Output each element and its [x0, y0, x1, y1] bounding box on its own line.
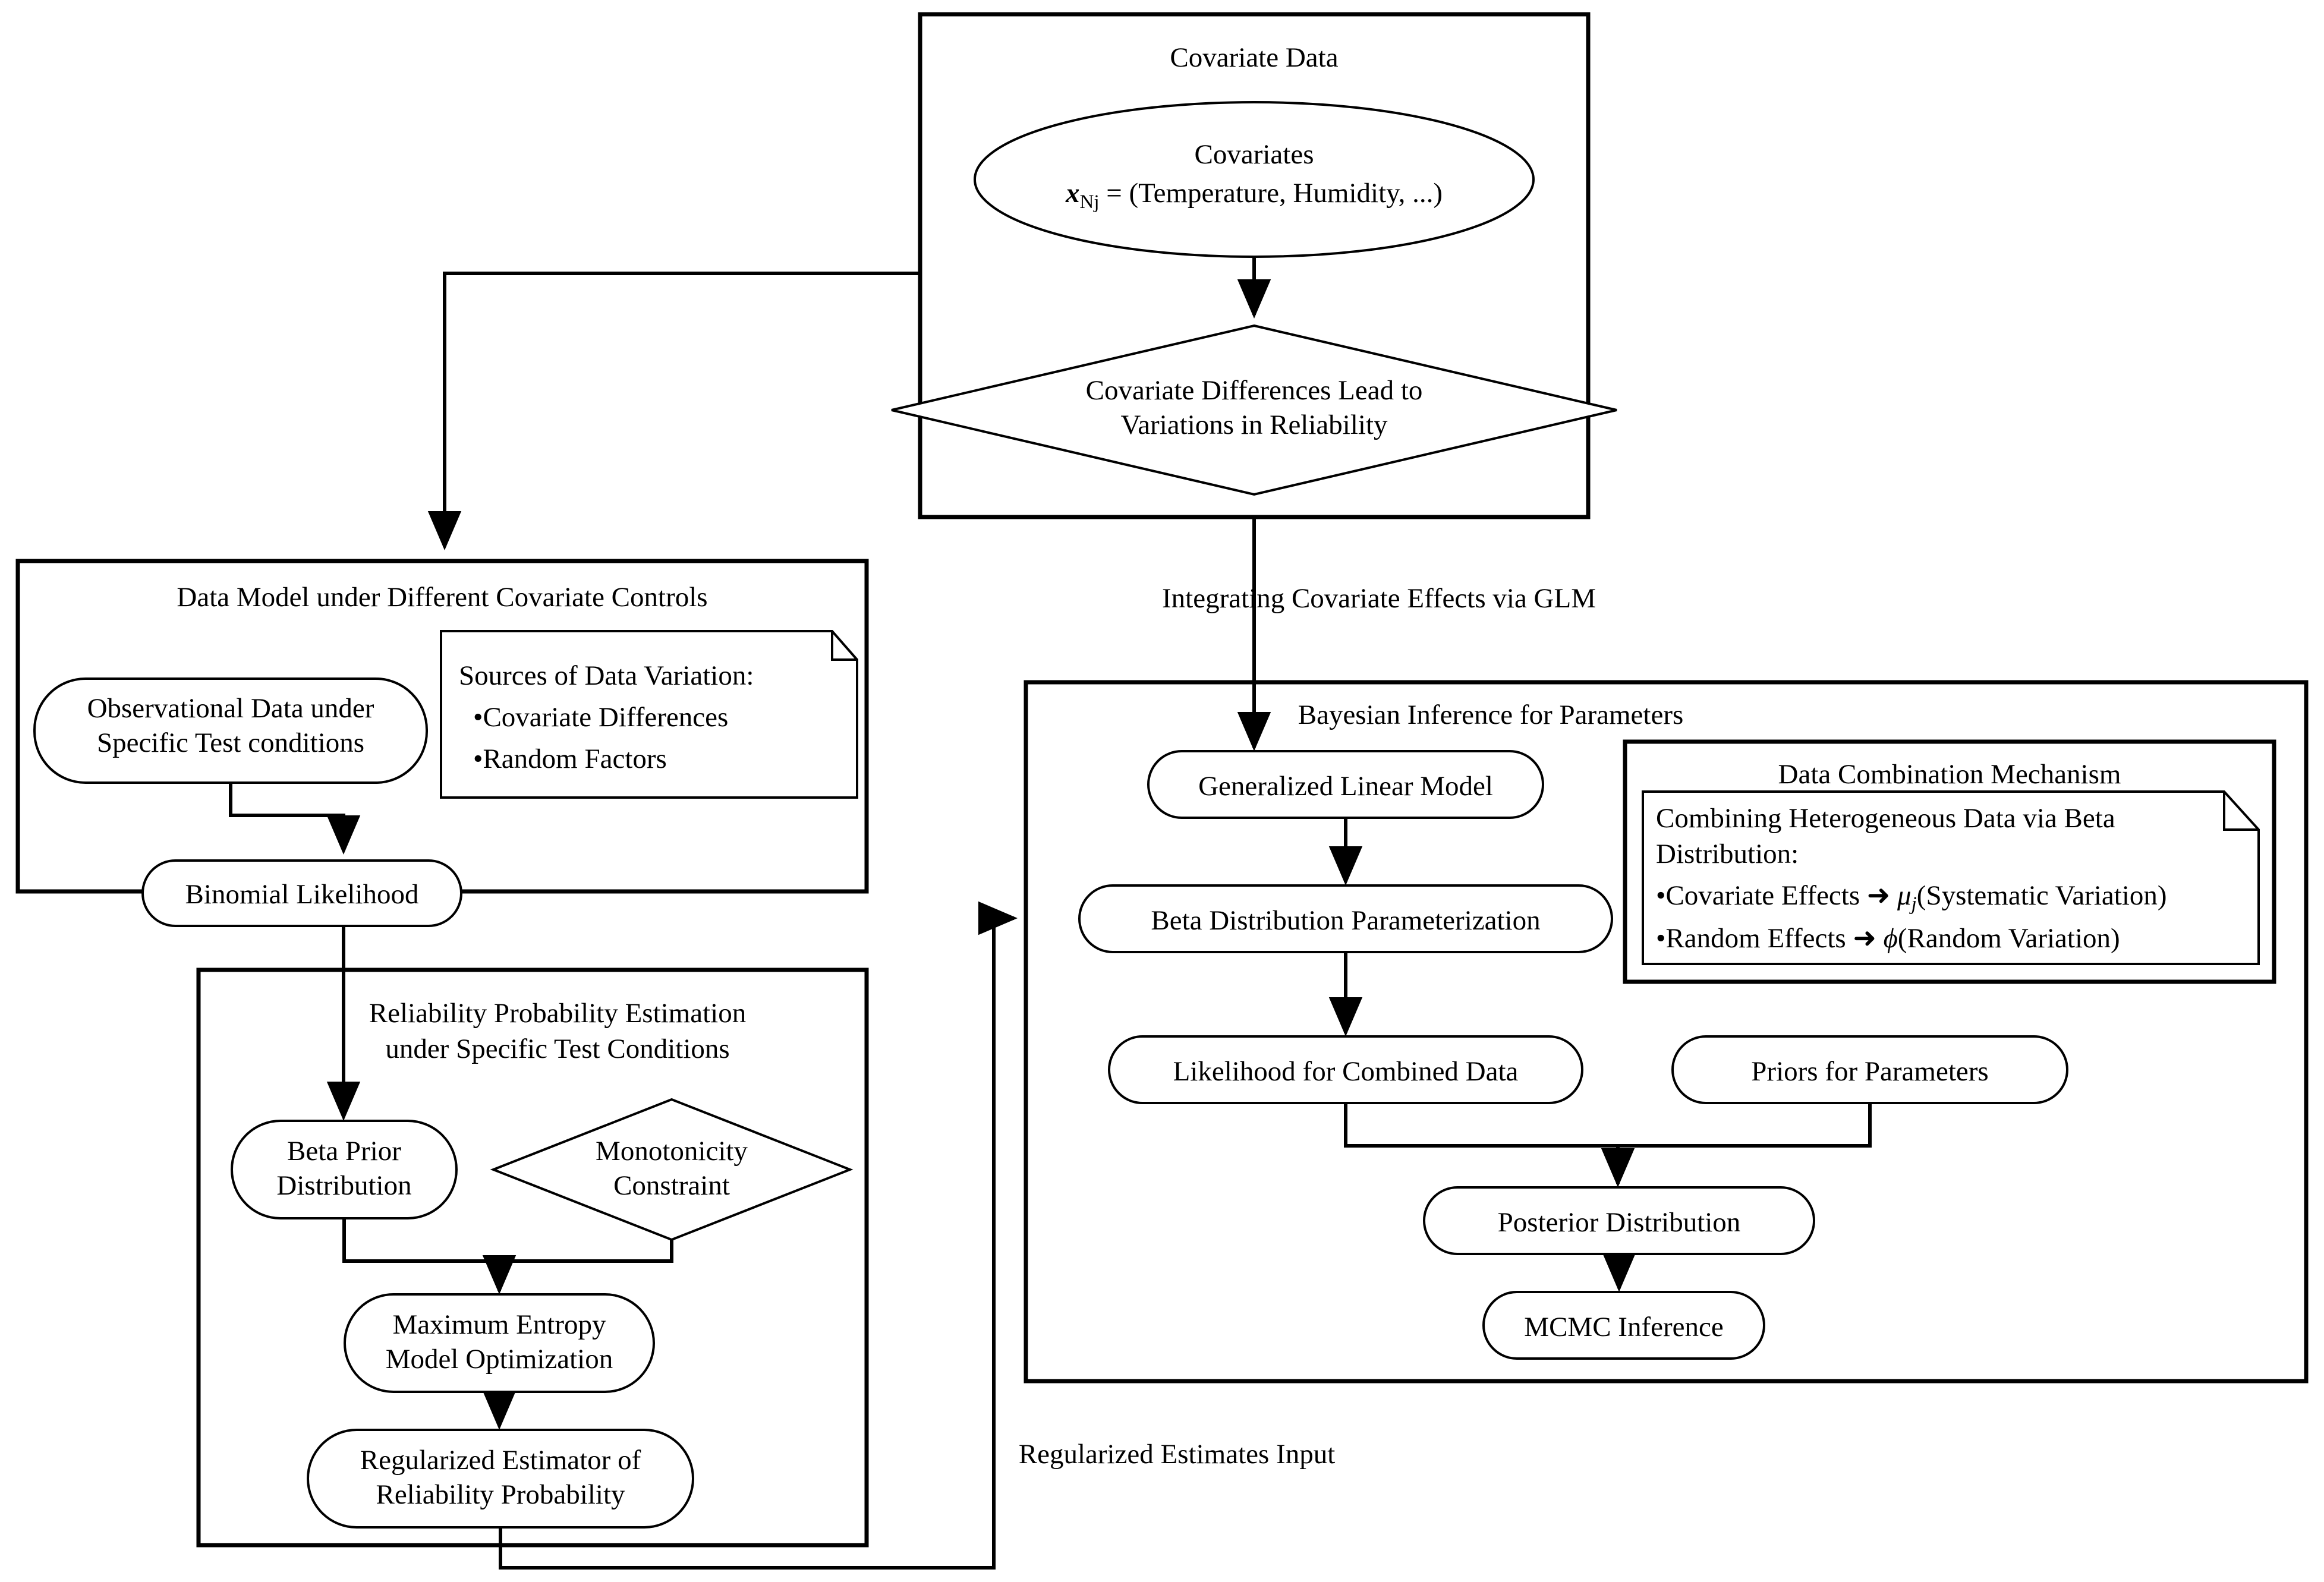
note-fold-corner-icon	[831, 631, 857, 661]
node-obsdata-line1: Observational Data under	[87, 693, 374, 724]
edge-covariate-to-datamodel	[427, 272, 920, 550]
edge-priors-merge	[1618, 1103, 1872, 1148]
node-betaparam-label: Beta Distribution Parameterization	[1151, 905, 1540, 936]
covariate-var: x	[1065, 178, 1080, 209]
node-betaprior-line1: Beta Prior	[287, 1136, 401, 1167]
note-b1-sub: j	[1909, 893, 1917, 915]
node-obsdata-line2: Specific Test conditions	[97, 727, 364, 758]
note-b2-pre: •Random Effects ➜	[1656, 923, 1884, 954]
edge-label-regularized-input: Regularized Estimates Input	[1019, 1439, 1336, 1470]
note-sources-bullet-1: •Random Factors	[473, 743, 667, 774]
node-mcmc-label: MCMC Inference	[1524, 1312, 1723, 1343]
node-glm-label: Generalized Linear Model	[1198, 771, 1493, 802]
node-binomial-label: Binomial Likelihood	[185, 879, 419, 910]
note-b1-pre: •Covariate Effects ➜	[1656, 880, 1897, 911]
node-binomial-likelihood	[141, 859, 462, 927]
node-mcmc	[1482, 1291, 1765, 1360]
note-b2-sym: ϕ	[1884, 923, 1898, 954]
node-regularized-line2: Reliability Probability	[376, 1479, 625, 1510]
node-regularized-line1: Regularized Estimator of	[360, 1445, 641, 1476]
covariate-rest: = (Temperature, Humidity, ...)	[1100, 178, 1443, 209]
edge-betaprior-merge	[342, 1218, 499, 1263]
covariate-sub: Nj	[1080, 191, 1100, 213]
edge-regularized-feedback	[499, 901, 1018, 1570]
node-monotonicity-constraint	[490, 1098, 854, 1241]
edge-monotonicity-merge	[499, 1240, 673, 1263]
node-maxentropy-line2: Model Optimization	[386, 1344, 613, 1375]
container-bayesian-inference	[1024, 680, 2309, 1384]
note-sources-title: Sources of Data Variation:	[459, 660, 754, 691]
bayesian-title: Bayesian Inference for Parameters	[1298, 699, 1684, 730]
node-posterior-label: Posterior Distribution	[1498, 1207, 1741, 1238]
note-b1-sym: μ	[1897, 880, 1912, 911]
node-covdiff-line2: Variations in Reliability	[1120, 409, 1388, 440]
edge-obsdata-to-binomial	[229, 783, 361, 855]
edge-label-glm-integration: Integrating Covariate Effects via GLM	[1162, 583, 1596, 614]
container-data-combination-note	[1623, 739, 2276, 984]
node-observational-data	[33, 677, 428, 784]
note-combination-line1: Combining Heterogeneous Data via Beta	[1656, 803, 2115, 834]
note-combination-fold-icon	[2223, 792, 2259, 831]
note-combination-bullet-2: •Random Effects ➜ ϕ(Random Variation)	[1656, 923, 2120, 954]
node-likelihood-label: Likelihood for Combined Data	[1173, 1056, 1519, 1087]
covariate-data-title: Covariate Data	[1170, 42, 1338, 73]
node-covariates-line2: xNj = (Temperature, Humidity, ...)	[1065, 178, 1443, 213]
node-betaprior-line2: Distribution	[276, 1170, 411, 1201]
data-model-title: Data Model under Different Covariate Con…	[177, 582, 707, 613]
node-covdiff-line1: Covariate Differences Lead to	[1086, 375, 1423, 406]
node-covariates	[974, 101, 1535, 258]
reliability-title-line1: Reliability Probability Estimation	[369, 998, 746, 1029]
node-monotonicity-line1: Monotonicity	[596, 1136, 748, 1167]
node-maxentropy-line1: Maximum Entropy	[393, 1309, 606, 1340]
note-sources-bullet-0: •Covariate Differences	[473, 702, 728, 733]
note-b1-post: (Systematic Variation)	[1917, 880, 2167, 911]
note-combination-header: Data Combination Mechanism	[1778, 759, 2121, 790]
note-combination-line2: Distribution:	[1656, 839, 1799, 869]
note-sources-of-variation	[440, 630, 858, 799]
node-covariates-line1: Covariates	[1195, 139, 1314, 170]
edge-likelihood-merge	[1344, 1103, 1618, 1148]
node-monotonicity-line2: Constraint	[613, 1170, 730, 1201]
note-b2-post: (Random Variation)	[1898, 923, 2120, 954]
reliability-title-line2: under Specific Test Conditions	[385, 1033, 729, 1064]
note-combination-bullet-1: •Covariate Effects ➜ μj(Systematic Varia…	[1656, 880, 2167, 915]
note-data-combination	[1642, 790, 2260, 965]
container-reliability-estimation	[196, 968, 869, 1548]
node-covariate-differences	[891, 324, 1617, 496]
node-priors-label: Priors for Parameters	[1751, 1056, 1988, 1087]
